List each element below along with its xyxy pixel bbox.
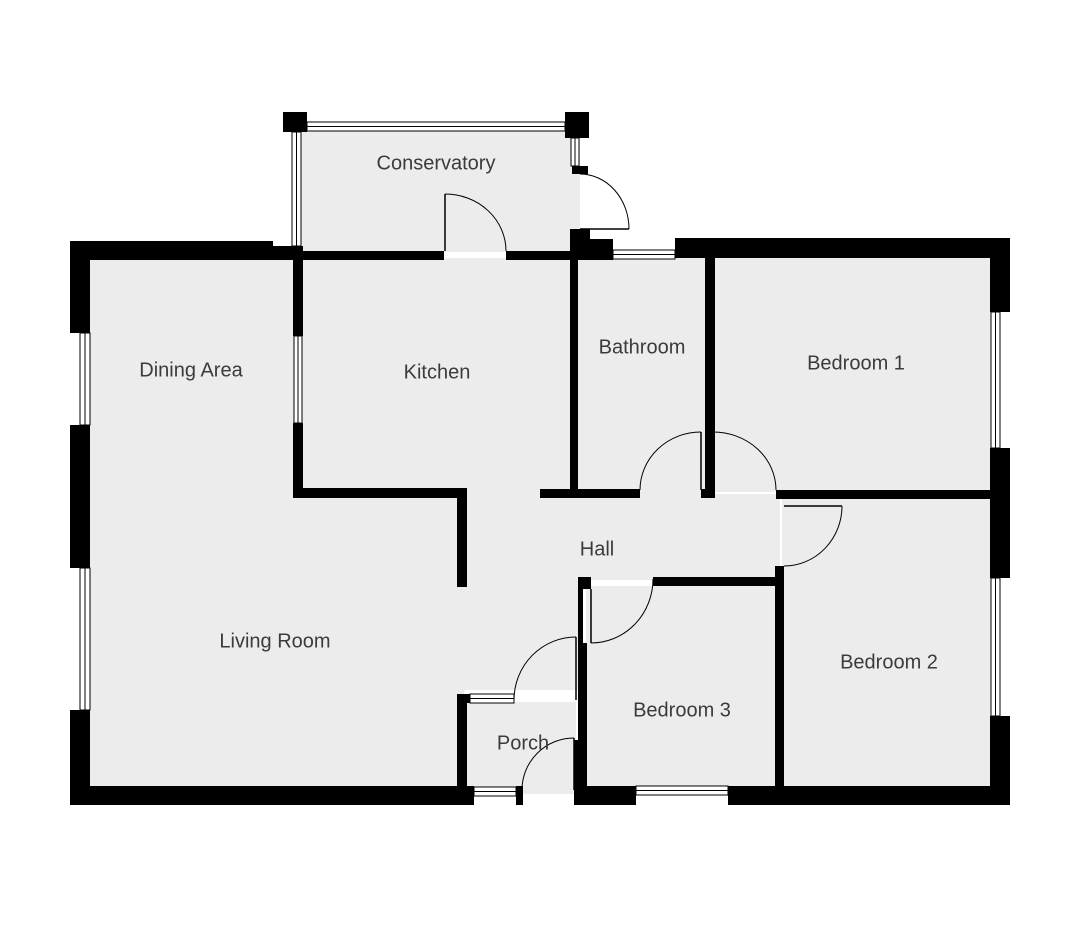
outer-wall-top-right — [675, 238, 1010, 258]
hall-label: Hall — [580, 538, 614, 560]
kitchen-internal-window — [293, 335, 303, 424]
windows — [79, 121, 1001, 797]
hall-west-wall — [457, 488, 467, 587]
bathroom-door — [639, 431, 702, 491]
bedroom-3-window — [635, 785, 729, 796]
bedroom-1-floor — [712, 256, 992, 492]
outer-wall-bottom-right — [728, 786, 1010, 805]
porch-west-wall — [457, 694, 467, 790]
outer-wall-bottom-mid — [574, 786, 636, 805]
bedroom-2-window — [990, 577, 1001, 717]
bedroom-3-floor — [586, 586, 776, 786]
dining-window — [79, 332, 91, 426]
bathroom-label: Bathroom — [599, 336, 686, 358]
bedroom-2-west-wall — [775, 566, 784, 786]
bedroom-1-window — [990, 311, 1001, 449]
hall-floor — [464, 494, 780, 580]
bedroom-2-label: Bedroom 2 — [840, 651, 938, 673]
outer-wall-left-1 — [70, 241, 90, 333]
porch-window-bottom — [473, 786, 517, 797]
doors — [444, 173, 843, 791]
outer-wall-left-3 — [70, 710, 90, 805]
bedroom-2-door — [783, 505, 843, 567]
conservatory-window-right — [570, 137, 580, 167]
bathroom-top-wall — [588, 239, 613, 260]
outer-wall-right-2 — [990, 448, 1010, 578]
bedroom-3-west-wall — [578, 643, 587, 788]
hall-bed3-jamb — [578, 585, 583, 695]
bedroom-1-door — [712, 431, 777, 491]
kitchen-label: Kitchen — [404, 361, 471, 383]
kitchen-conservatory-wall-left — [296, 251, 444, 260]
bathroom-floor — [578, 258, 708, 494]
conservatory-floor — [300, 130, 580, 252]
porch-floor — [466, 702, 576, 794]
porch-window-top — [469, 693, 515, 704]
bathroom-south-wall — [540, 489, 640, 498]
living-room-label: Living Room — [219, 630, 330, 652]
bathroom-top-corner — [570, 229, 590, 260]
walls — [70, 112, 1010, 805]
hall-lower-floor — [464, 580, 582, 690]
bedroom-1-label: Bedroom 1 — [807, 352, 905, 374]
room-labels: Conservatory Dining Area Kitchen Bathroo… — [139, 152, 938, 754]
floor-fills — [88, 130, 992, 794]
kitchen-west-wall-top — [293, 251, 303, 336]
bathroom-east-wall — [705, 256, 715, 498]
bedroom-3-door — [590, 578, 654, 644]
conservatory-door-jamb — [572, 166, 588, 174]
dining-area-label: Dining Area — [139, 359, 243, 381]
bathroom-west-wall — [570, 258, 578, 498]
conservatory-window-left — [291, 131, 302, 247]
kitchen-floor — [302, 258, 574, 494]
bedroom-3-north-wall — [653, 577, 784, 586]
kitchen-conservatory-wall-right — [506, 251, 576, 260]
porch-north-wall-stub — [457, 694, 473, 703]
conservatory-window-top — [306, 121, 566, 132]
front-door — [521, 737, 575, 791]
conservatory-external-door — [579, 173, 630, 230]
outer-wall-left-2 — [70, 425, 90, 568]
outer-wall-right-1 — [990, 238, 1010, 312]
outer-wall-top-left — [70, 241, 273, 260]
kitchen-south-wall — [293, 488, 467, 498]
kitchen-conservatory-door — [444, 193, 507, 252]
conservatory-corner-right — [565, 112, 589, 138]
conservatory-corner-left — [283, 112, 307, 132]
living-window — [79, 567, 91, 711]
conservatory-label: Conservatory — [377, 152, 496, 174]
kitchen-west-wall-bottom — [293, 423, 303, 498]
outer-wall-bottom-left — [70, 786, 474, 805]
bathroom-east-wall-foot — [701, 489, 715, 498]
bedroom-1-south-wall — [776, 490, 992, 499]
porch-inner-door — [513, 636, 577, 701]
porch-east-jamb — [574, 740, 578, 790]
porch-wall-bottom-stub — [516, 786, 523, 805]
outer-wall-right-3 — [990, 716, 1010, 805]
bedroom-2-floor — [782, 498, 992, 786]
bedroom-3-label: Bedroom 3 — [633, 699, 731, 721]
porch-label: Porch — [497, 732, 549, 754]
bathroom-window — [612, 249, 676, 260]
